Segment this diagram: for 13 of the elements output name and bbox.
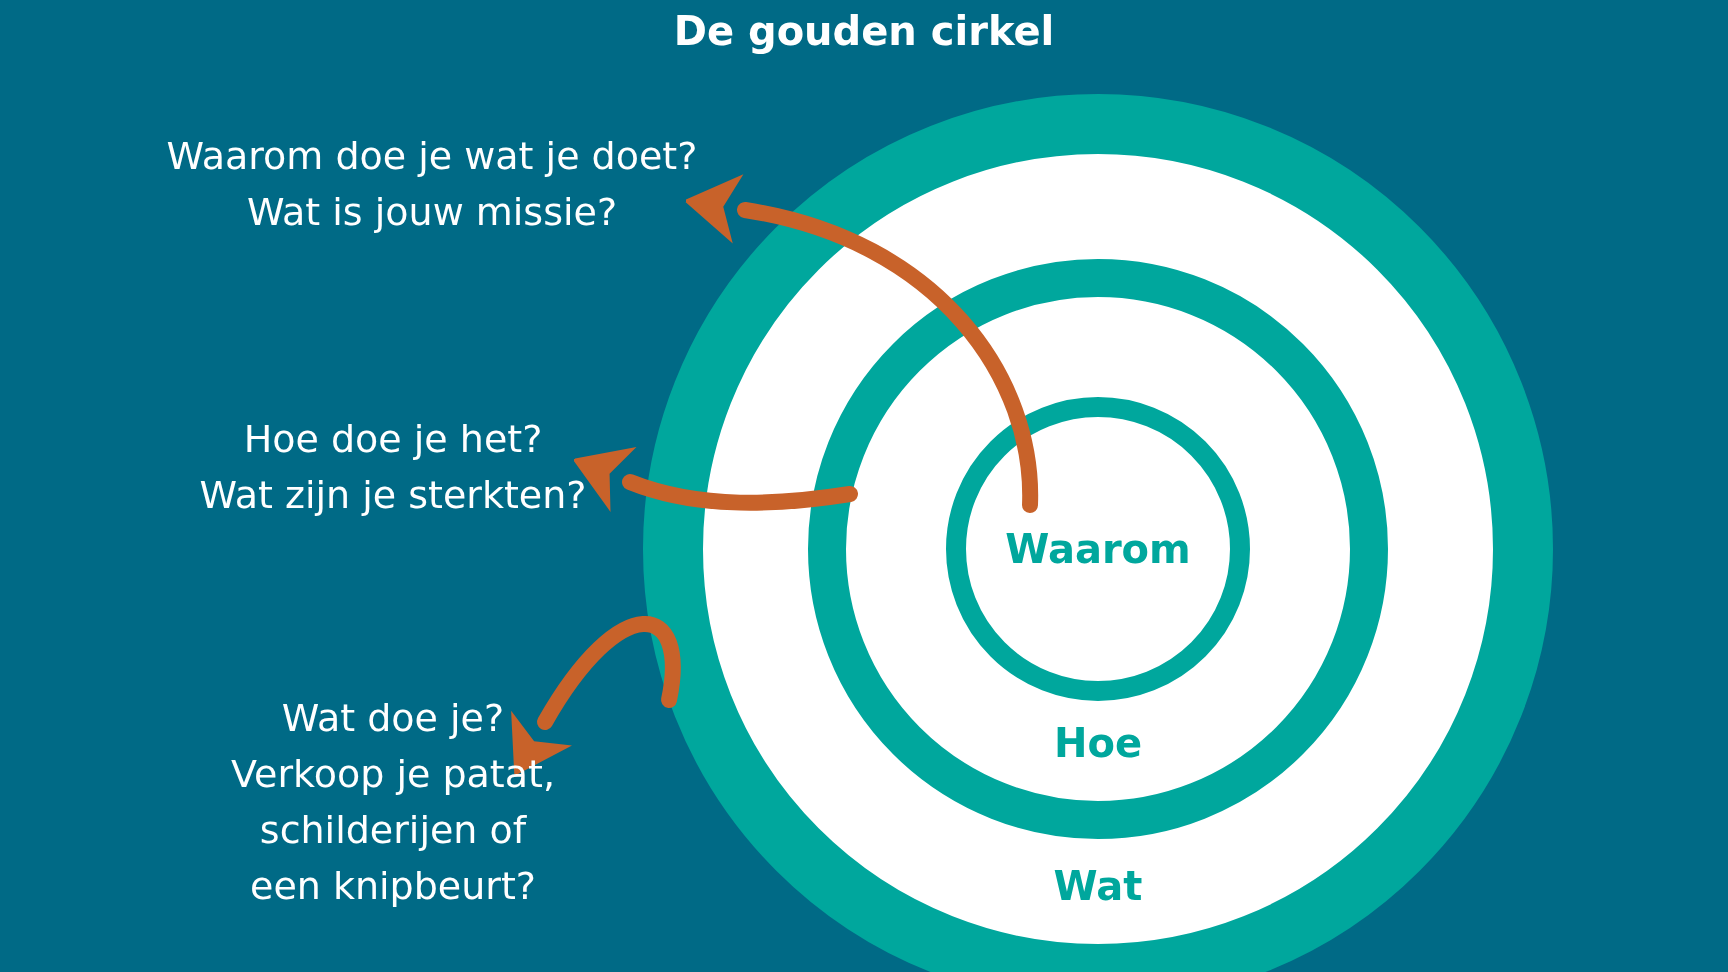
- question-text: Hoe doe je het?: [242, 416, 544, 463]
- circle-label: Hoe: [1053, 720, 1143, 766]
- question-text: Waarom doe je wat je doet?: [165, 133, 699, 180]
- circle-label: Wat: [1053, 863, 1143, 909]
- curved-arrow: [571, 446, 858, 513]
- curved-arrow: [684, 174, 1038, 513]
- title: De gouden cirkel: [673, 8, 1055, 54]
- question-text: Wat zijn je sterkten?: [198, 472, 588, 519]
- question-text: Verkoop je patat, schilderijen of een knipbeurt?: [230, 751, 556, 910]
- question-text: Wat doe je?: [280, 695, 506, 742]
- circle-label: Waarom: [1005, 526, 1191, 572]
- curved-arrow: [511, 616, 681, 775]
- question-text: Wat is jouw missie?: [245, 189, 619, 236]
